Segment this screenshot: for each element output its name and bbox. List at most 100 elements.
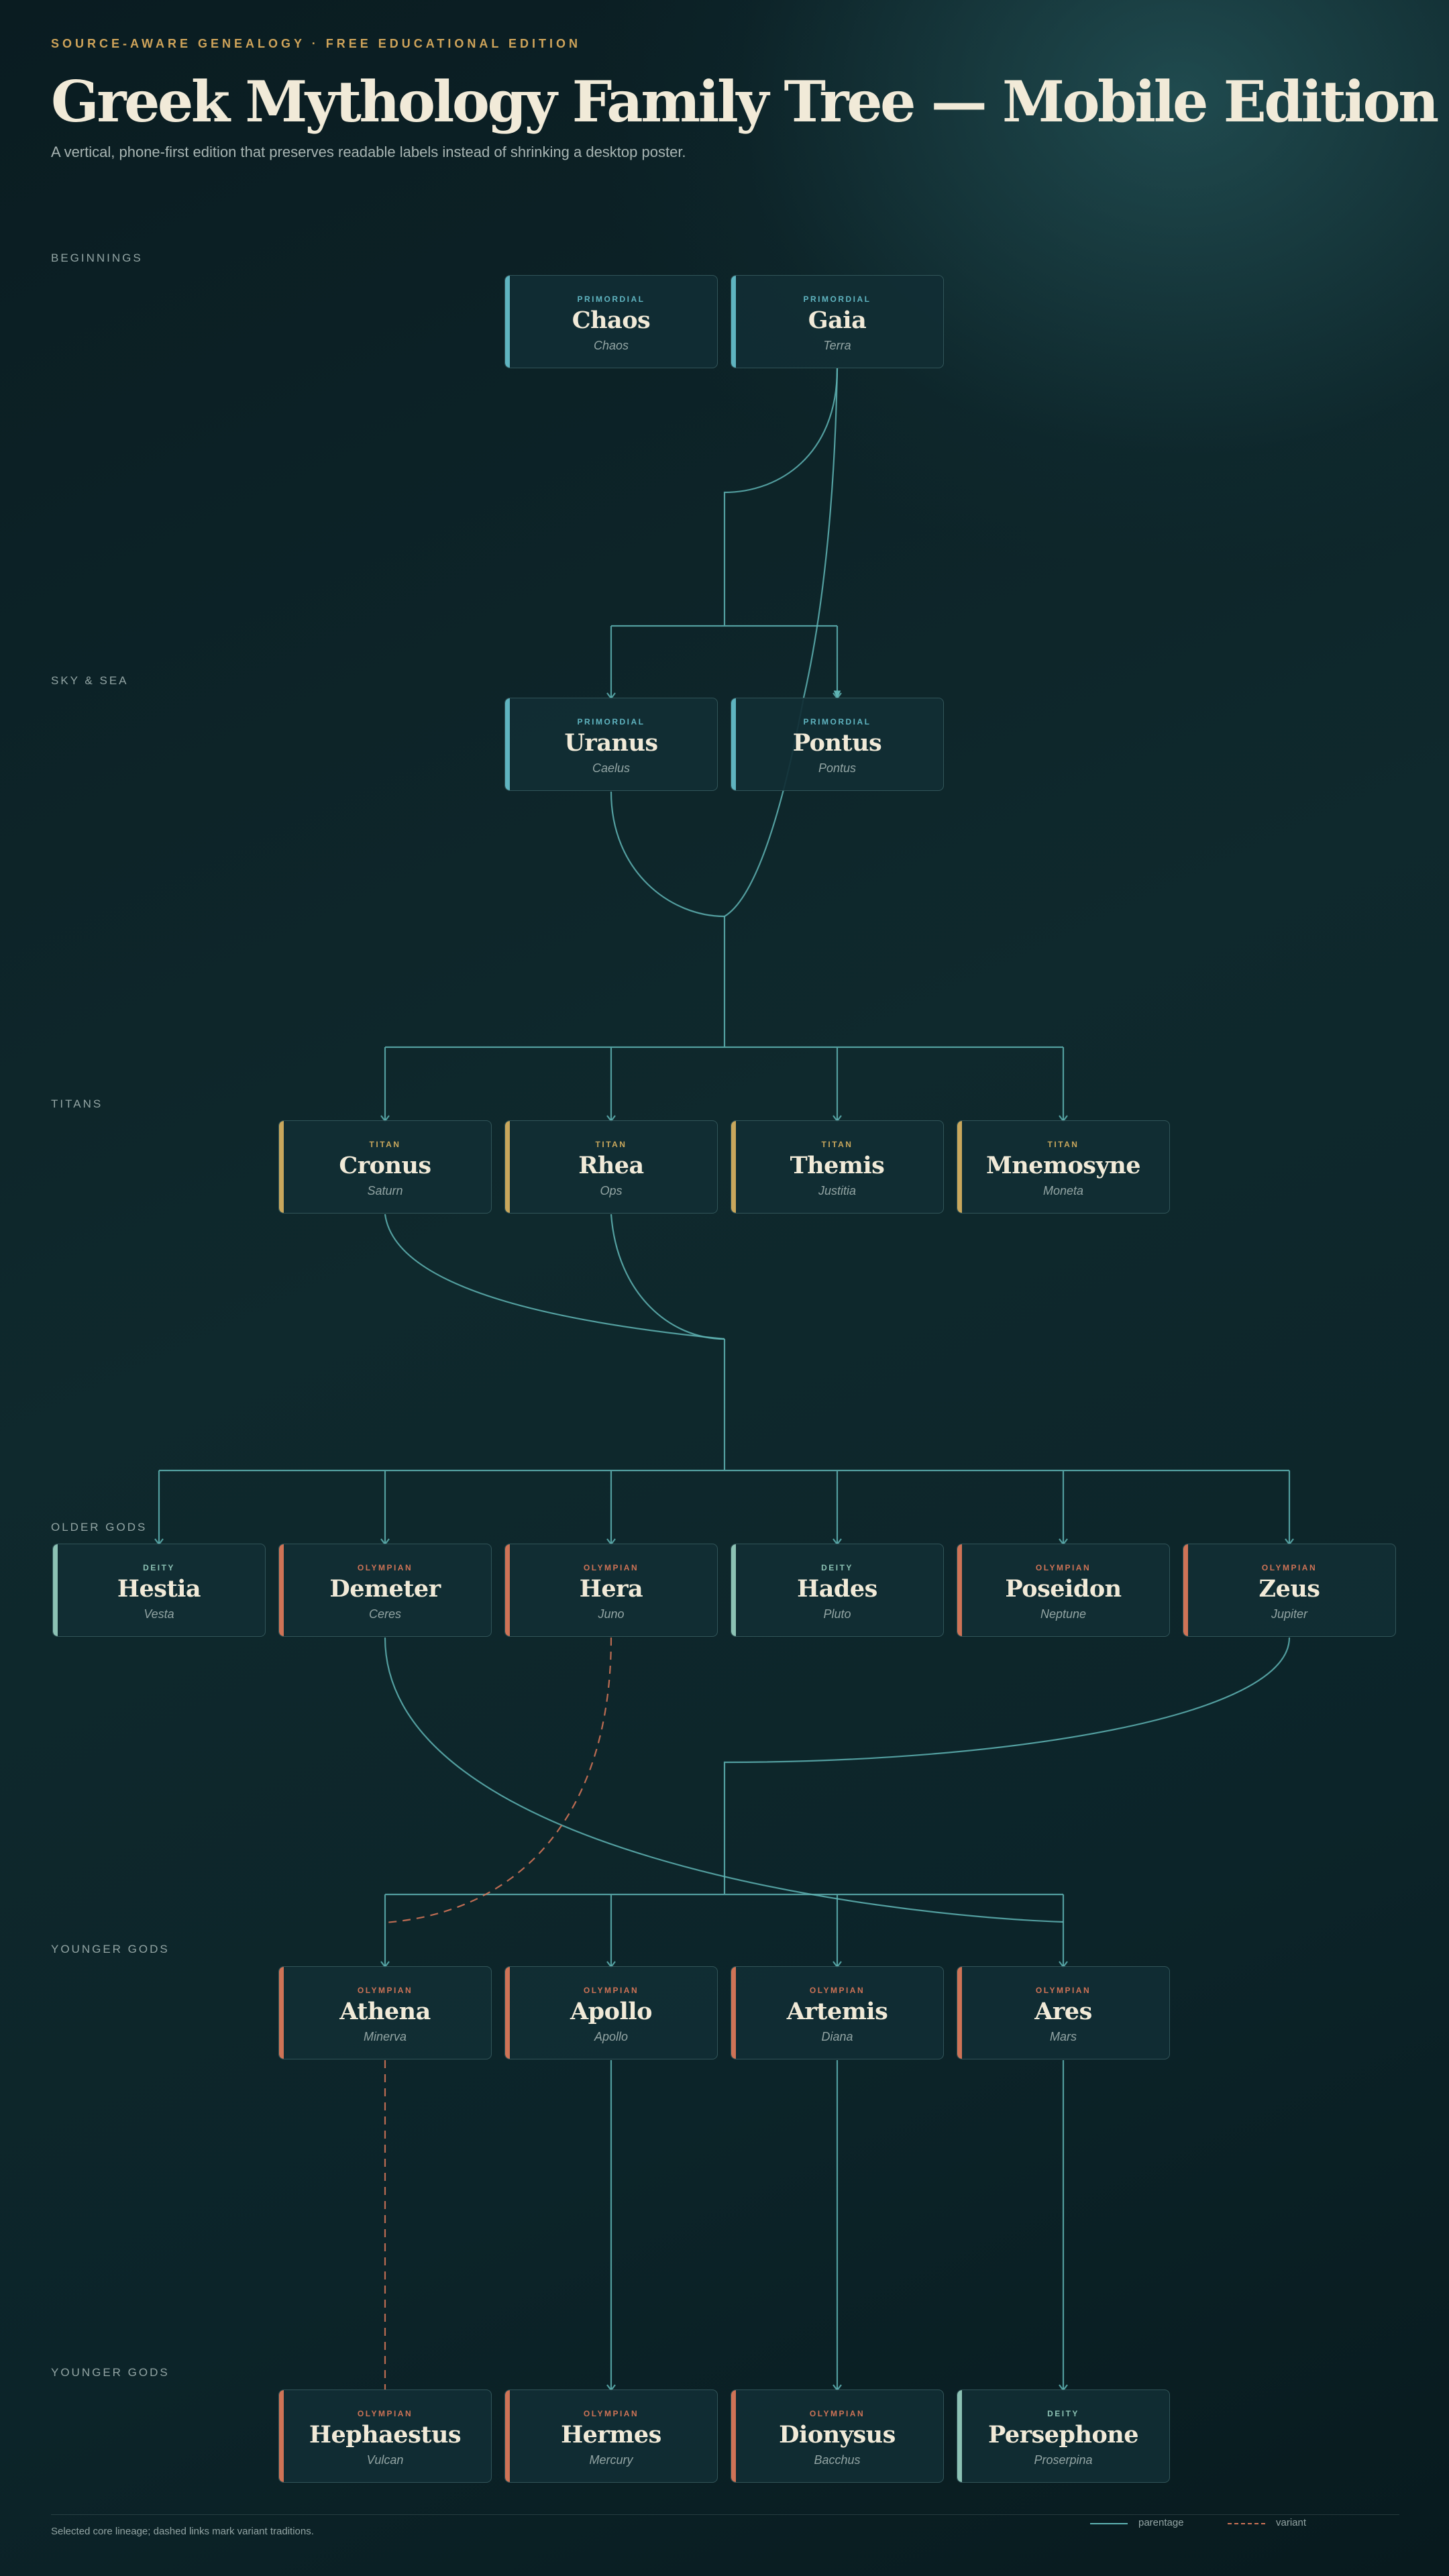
node-roman-name: Apollo bbox=[594, 2030, 629, 2043]
category-accent-bar bbox=[279, 1544, 284, 1636]
node-roman-name: Vulcan bbox=[366, 2453, 404, 2467]
category-accent-bar bbox=[505, 1544, 510, 1636]
node-roman-name: Diana bbox=[821, 2030, 853, 2043]
category-accent-bar bbox=[505, 698, 510, 790]
node-roman-name: Ops bbox=[600, 1184, 623, 1197]
node-category: OLYMPIAN bbox=[357, 2409, 413, 2418]
link-gaia-to-pontus-curve bbox=[802, 368, 839, 698]
category-accent-bar bbox=[957, 2390, 962, 2482]
node-roman-name: Neptune bbox=[1040, 1607, 1087, 1621]
node-name: Zeus bbox=[1258, 1575, 1320, 1603]
node-roman-name: Juno bbox=[598, 1607, 625, 1621]
node-roman-name: Vesta bbox=[144, 1607, 174, 1621]
node-name: Pontus bbox=[792, 729, 882, 757]
link-cronus-join bbox=[384, 1214, 725, 1340]
page-title: Greek Mythology Family Tree — Mobile Edi… bbox=[51, 68, 1439, 135]
node-roman-name: Jupiter bbox=[1271, 1607, 1308, 1621]
category-accent-bar bbox=[731, 1967, 736, 2059]
category-accent-bar bbox=[957, 1967, 962, 2059]
node-category: OLYMPIAN bbox=[357, 1563, 413, 1572]
node-roman-name: Mars bbox=[1050, 2030, 1077, 2043]
node-category: PRIMORDIAL bbox=[803, 294, 871, 304]
eyebrow-label: SOURCE-AWARE GENEALOGY · FREE EDUCATIONA… bbox=[51, 37, 582, 50]
link-rhea-join bbox=[610, 1214, 725, 1340]
link-to-older-gods bbox=[158, 1339, 1291, 1544]
page-subtitle: A vertical, phone-first edition that pre… bbox=[51, 144, 686, 160]
node-roman-name: Justitia bbox=[818, 1184, 857, 1197]
node-name: Hestia bbox=[117, 1575, 201, 1603]
node-category: DEITY bbox=[821, 1563, 853, 1572]
node-category: DEITY bbox=[143, 1563, 175, 1572]
node-name: Persephone bbox=[987, 2421, 1139, 2449]
link-hera-to-athena-variant bbox=[384, 1637, 612, 1924]
link-gaia-to-sky-sea bbox=[610, 368, 837, 698]
node-name: Dionysus bbox=[779, 2421, 896, 2449]
node-name: Rhea bbox=[578, 1152, 644, 1179]
link-demeter-to-persephone bbox=[384, 1637, 1064, 1923]
node-roman-name: Pontus bbox=[818, 761, 857, 775]
node-roman-name: Proserpina bbox=[1034, 2453, 1093, 2467]
node-name: Cronus bbox=[339, 1152, 431, 1179]
category-accent-bar bbox=[731, 1121, 736, 1213]
node-category: OLYMPIAN bbox=[583, 1563, 639, 1572]
category-accent-bar bbox=[1183, 1544, 1188, 1636]
node-category: PRIMORDIAL bbox=[577, 294, 645, 304]
node-name: Athena bbox=[339, 1998, 431, 2025]
category-accent-bar bbox=[505, 1967, 510, 2059]
node-name: Artemis bbox=[786, 1998, 888, 2025]
row-label: OLDER GODS bbox=[51, 1521, 148, 1534]
node-category: OLYMPIAN bbox=[1261, 1563, 1318, 1572]
category-accent-bar bbox=[53, 1544, 58, 1636]
category-accent-bar bbox=[279, 2390, 284, 2482]
node-category: OLYMPIAN bbox=[583, 2409, 639, 2418]
node-category: OLYMPIAN bbox=[1035, 1563, 1091, 1572]
node-name: Ares bbox=[1034, 1998, 1092, 2025]
category-accent-bar bbox=[731, 276, 736, 368]
node-category: PRIMORDIAL bbox=[803, 717, 871, 727]
node-roman-name: Chaos bbox=[593, 339, 629, 352]
row-label: SKY & SEA bbox=[51, 674, 129, 687]
node-name: Themis bbox=[790, 1152, 885, 1179]
node-category: TITAN bbox=[369, 1140, 401, 1149]
node-roman-name: Bacchus bbox=[814, 2453, 861, 2467]
node-roman-name: Saturn bbox=[367, 1184, 403, 1197]
category-accent-bar bbox=[731, 1544, 736, 1636]
footer-divider bbox=[51, 2514, 1399, 2515]
node-name: Hera bbox=[579, 1575, 643, 1603]
node-name: Hermes bbox=[561, 2421, 661, 2449]
footer-note: Selected core lineage; dashed links mark… bbox=[51, 2526, 314, 2537]
category-accent-bar bbox=[279, 1967, 284, 2059]
node-name: Hades bbox=[797, 1575, 877, 1603]
node-name: Hephaestus bbox=[309, 2421, 462, 2449]
node-category: OLYMPIAN bbox=[809, 1986, 865, 1995]
node-category: PRIMORDIAL bbox=[577, 717, 645, 727]
node-name: Mnemosyne bbox=[985, 1152, 1141, 1179]
node-category: OLYMPIAN bbox=[1035, 1986, 1091, 1995]
node-name: Apollo bbox=[570, 1998, 652, 2025]
node-roman-name: Caelus bbox=[592, 761, 631, 775]
node-category: TITAN bbox=[595, 1140, 627, 1149]
